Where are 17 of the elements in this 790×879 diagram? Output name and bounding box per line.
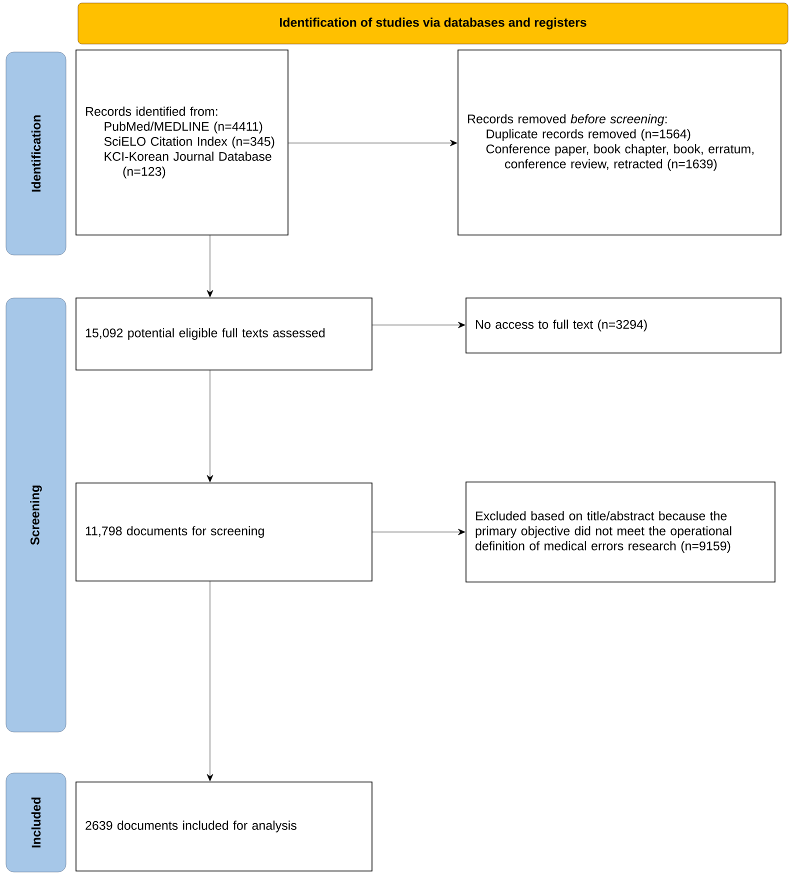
arrow (206, 581, 214, 782)
process-box: Records removed before screening: Duplicate records removed (n=1564) Conference paper, book chapter, book, erratum, conference review, retracted (n=1639) (458, 50, 782, 236)
process-box: No access to full text (n=3294) (466, 298, 782, 354)
stage-band: Screening (6, 298, 66, 732)
process-box: Excluded based on title/abstract because the primary objective did not meet the operational definition of medical errors research (n=9159) (466, 482, 776, 582)
stage-band: Identification (6, 52, 66, 256)
arrow (372, 528, 466, 536)
process-box: 15,092 potential eligible full texts assessed (76, 298, 372, 370)
arrow (372, 322, 466, 328)
header-band: Identification of studies via databases and registers (78, 2, 788, 44)
process-box: Records identified from: PubMed/MEDLINE (n=4411) SciELO Citation Index (n=345) KCI-Korean Journal Database (n=123) (76, 50, 288, 236)
arrow (206, 235, 214, 298)
arrow (288, 140, 458, 146)
arrow (206, 370, 214, 482)
stage-band: Included (6, 772, 66, 872)
process-box: 11,798 documents for screening (76, 482, 372, 582)
process-box: 2639 documents included for analysis (76, 782, 372, 872)
